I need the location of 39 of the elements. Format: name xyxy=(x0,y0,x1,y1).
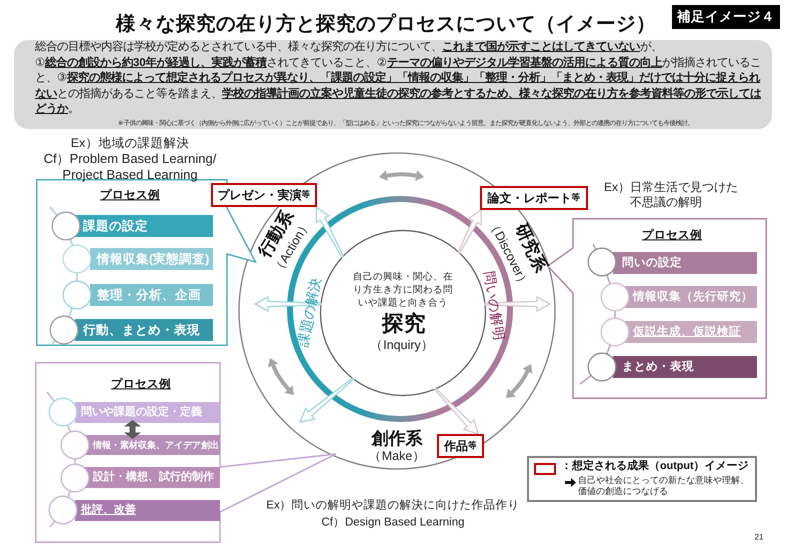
block-arrow xyxy=(484,296,552,312)
step-bar: 仮説生成、仮説検証 xyxy=(625,321,757,343)
step-bar: 設計・構想、試行的制作 xyxy=(82,467,220,488)
badge: 補足イメージ４ xyxy=(672,5,780,29)
example-text: Ex）問いの解明や課題の解決に向けた作品作り xyxy=(266,499,520,513)
example-text: Cf）Problem Based Learning/ Project Based Learning xyxy=(42,150,218,182)
summary-box xyxy=(14,40,772,129)
step-bar: 問いの設定 xyxy=(613,252,757,274)
ring-label: 問いの解明 xyxy=(480,270,508,342)
example-text: Ex）日常生活で見つけた不思議の解明 xyxy=(604,180,740,210)
block-arrow xyxy=(316,206,344,258)
body-text: 自己の興味・関心、在り方生き方に関わる問いや課題と向き合う xyxy=(353,270,453,310)
block-arrow xyxy=(434,388,479,435)
step-bar: 問いや課題の設定・定義 xyxy=(75,402,220,423)
block-arrow xyxy=(298,377,354,423)
heading: プロセス例 xyxy=(111,378,171,392)
category-label: 創作系 xyxy=(372,429,422,449)
step-bar: 整理・分析、企画 xyxy=(90,284,213,306)
step-bar: まとめ・表現 xyxy=(613,356,757,378)
heading: プロセス例 xyxy=(100,189,160,203)
english-label: （Make） xyxy=(368,448,426,464)
block-arrow xyxy=(254,296,322,312)
step-bar: 行動、まとめ・表現 xyxy=(75,319,213,341)
body-text: 総合の目標や内容は学校が定めるとされている中、様々な探究の在り方について、これまで国が示すことはしてきていないが、 xyxy=(35,40,662,55)
example-text: Ex）地域の課題解決 xyxy=(70,136,190,150)
block-arrow xyxy=(457,208,482,254)
body-text: ①総合の創設から約30年が経過し、実践が蓄積されてきていること、②テーマの偏りやデジタル学習基盤の活用による質の向上が指摘されていること、③探究の態様によって想定されるプロセスが異なり、「課題の設定」「情報の収集」「整理・分析」「まとめ・表現」だけでは十分に捉えられないとの指摘があること等を踏まえ、学校の指導計画の立案や児童生徒の探究の参考とするため、様々な探究の在り方を参考資料等の形で示してはどうか。 xyxy=(35,56,762,118)
heading: プロセス例 xyxy=(642,229,702,243)
step-bar: 課題の設定 xyxy=(75,215,213,237)
title: 様々な探究の在り方と探究のプロセスについて（イメージ） xyxy=(116,12,656,35)
step-bar: 情報収集(実態調査) xyxy=(90,248,213,270)
step-bar: 情報収集（先行研究） xyxy=(625,286,757,308)
page-number: 21 xyxy=(754,532,764,542)
english-label: （Inquiry） xyxy=(370,338,434,352)
main-label: 探究 xyxy=(382,312,426,336)
step-bar: 批評、改善 xyxy=(75,500,220,521)
note-text: 自己や社会にとっての新たな意味や理解、価値の創造につなげる xyxy=(578,474,750,498)
legend-text: ：想定される成果（output）イメージ xyxy=(561,459,749,474)
example-text: Cf）Design Based Learning xyxy=(321,516,465,530)
